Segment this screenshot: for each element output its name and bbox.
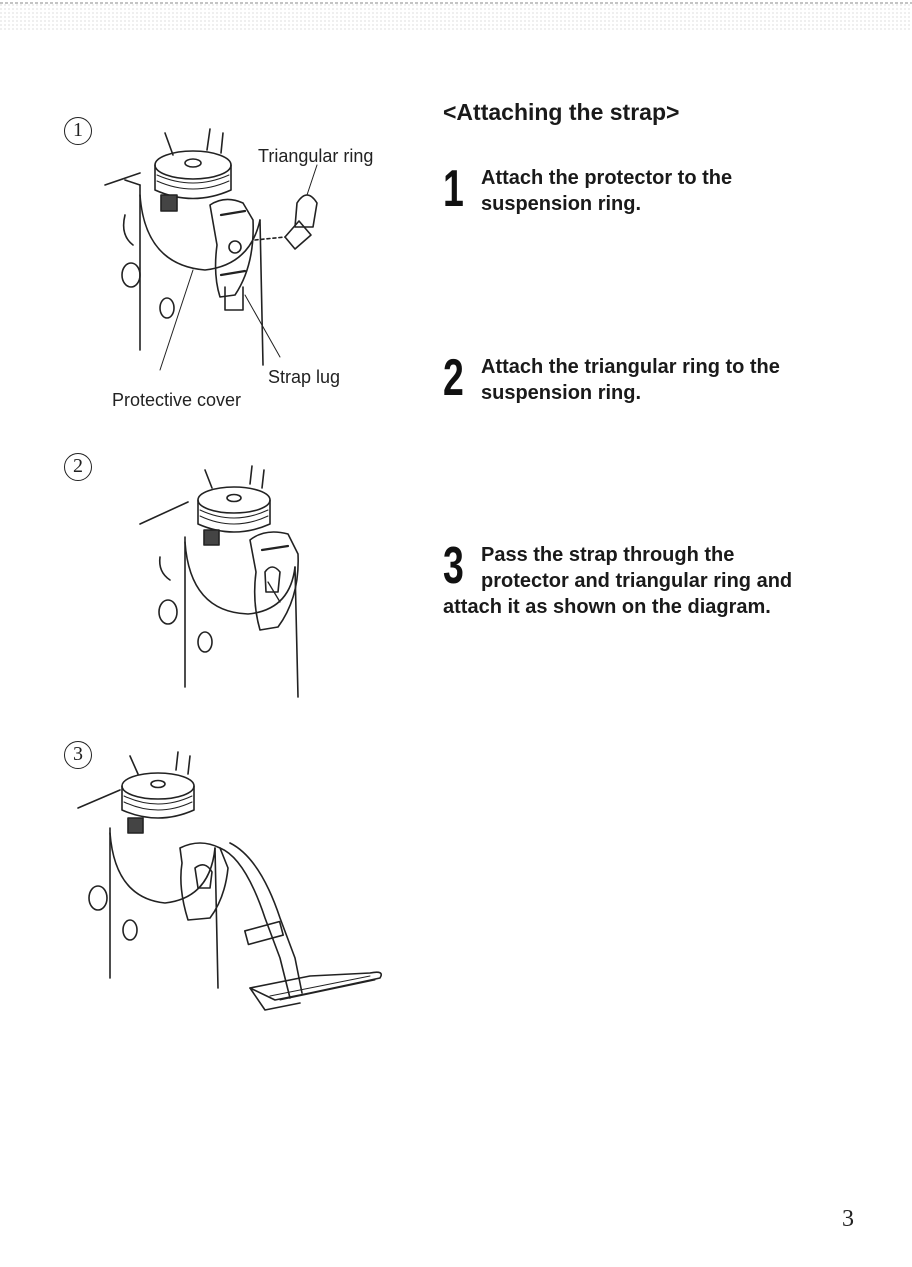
figure-2-label: 2 — [64, 453, 92, 481]
step-3-line-2: protector and triangular ring and — [443, 568, 843, 594]
top-decorative-strip — [0, 0, 912, 36]
step-1-text: Attach the protector to the suspension r… — [443, 165, 843, 217]
step-2-line-1: Attach the triangular ring to the — [443, 354, 843, 380]
step-1-number: 1 — [443, 163, 464, 215]
step-3-line-1: Pass the strap through the — [443, 542, 843, 568]
section-title: <Attaching the strap> — [443, 99, 679, 126]
step-2-text: Attach the triangular ring to the suspen… — [443, 354, 843, 406]
step-3-number: 3 — [443, 540, 464, 592]
step-2-line-2: suspension ring. — [443, 380, 843, 406]
callout-triangular-ring: Triangular ring — [258, 146, 373, 167]
figure-2-illustration — [130, 462, 330, 702]
page-number: 3 — [842, 1206, 854, 1233]
callout-strap-lug: Strap lug — [268, 367, 340, 388]
callout-protective-cover: Protective cover — [112, 390, 241, 411]
step-1: 1 Attach the protector to the suspension… — [443, 165, 843, 217]
figure-3-illustration — [70, 748, 390, 1038]
step-1-line-1: Attach the protector to the — [443, 165, 843, 191]
step-3-text: Pass the strap through the protector and… — [443, 542, 843, 620]
step-2-number: 2 — [443, 352, 464, 404]
step-3: 3 Pass the strap through the protector a… — [443, 542, 843, 620]
step-3-line-3: attach it as shown on the diagram. — [443, 594, 843, 620]
step-2: 2 Attach the triangular ring to the susp… — [443, 354, 843, 406]
step-1-line-2: suspension ring. — [443, 191, 843, 217]
